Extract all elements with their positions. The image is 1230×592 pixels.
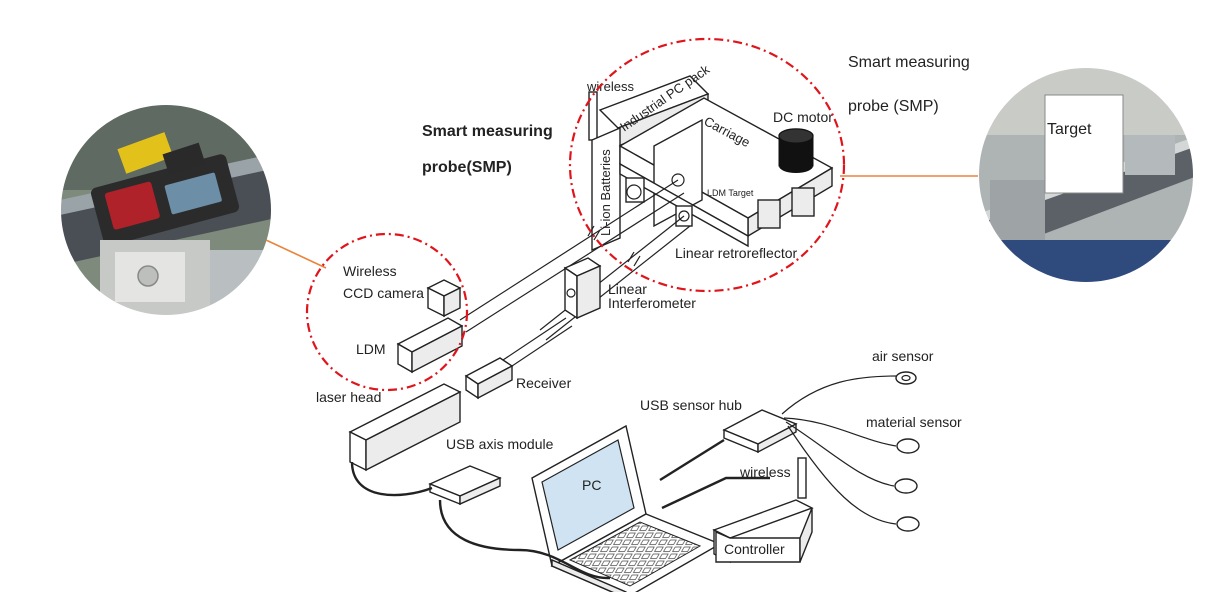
ldm-target-label: LDM Target [707, 188, 754, 198]
receiver-label: Receiver [516, 375, 572, 391]
ccd-ldm-highlight-circle [305, 232, 469, 392]
air-sensor-label: air sensor [872, 348, 934, 364]
linear-interferometer-label-line2: Interferometer [608, 295, 696, 311]
laser-head-label: laser head [316, 389, 381, 405]
wireless-top-label: wireless [586, 79, 634, 94]
controller-label: Controller [724, 541, 785, 557]
smp-highlight-circle [568, 37, 846, 293]
dc-motor-label: DC motor [773, 109, 833, 125]
wireless-ccd-label-line1: Wireless [343, 263, 397, 279]
sensor-icon-3 [894, 478, 918, 494]
laser-head: laser head [316, 383, 462, 472]
ccd-and-ldm-assembly: Wireless CCD camera LDM [343, 263, 464, 374]
smp-right-label-line2: probe (SMP) [848, 98, 939, 115]
system-cables [350, 438, 770, 580]
right-photo: Target [977, 66, 1195, 284]
sensor-cables [781, 375, 897, 525]
material-sensor-icon [896, 438, 920, 454]
smp-left-label-line2: probe(SMP) [422, 159, 512, 176]
left-photo-leader [265, 239, 327, 269]
smp-carriage-assembly: wireless Industrial PC pack Li-ion Batte… [586, 61, 834, 261]
li-ion-batteries-label: Li-ion Batteries [598, 149, 613, 236]
smp-left-label-line1: Smart measuring [422, 123, 553, 140]
left-photo [59, 103, 273, 317]
usb-axis-module: USB axis module [428, 436, 554, 506]
wireless-bottom-label: wireless [739, 464, 791, 480]
usb-axis-module-label: USB axis module [446, 436, 554, 452]
smp-right-label-line1: Smart measuring [848, 54, 970, 71]
material-sensor-label: material sensor [866, 414, 962, 430]
linear-interferometer-label-line1: Linear [608, 281, 647, 297]
linear-retroreflector-label: Linear retroreflector [675, 245, 798, 261]
usb-sensor-hub-label: USB sensor hub [640, 397, 742, 413]
pc-laptop: PC [531, 424, 722, 592]
target-label: Target [1047, 121, 1092, 138]
usb-sensor-hub: USB sensor hub [640, 397, 798, 454]
receiver: Receiver [464, 357, 572, 400]
air-sensor-icon [895, 371, 917, 385]
pc-label: PC [582, 477, 601, 493]
wireless-ccd-label-line2: CCD camera [343, 285, 424, 301]
linear-interferometer: Linear Interferometer [563, 257, 696, 320]
ldm-label: LDM [356, 341, 386, 357]
controller: wireless Controller [712, 457, 814, 564]
beam-lines [459, 179, 691, 371]
sensor-icon-4 [896, 516, 920, 532]
